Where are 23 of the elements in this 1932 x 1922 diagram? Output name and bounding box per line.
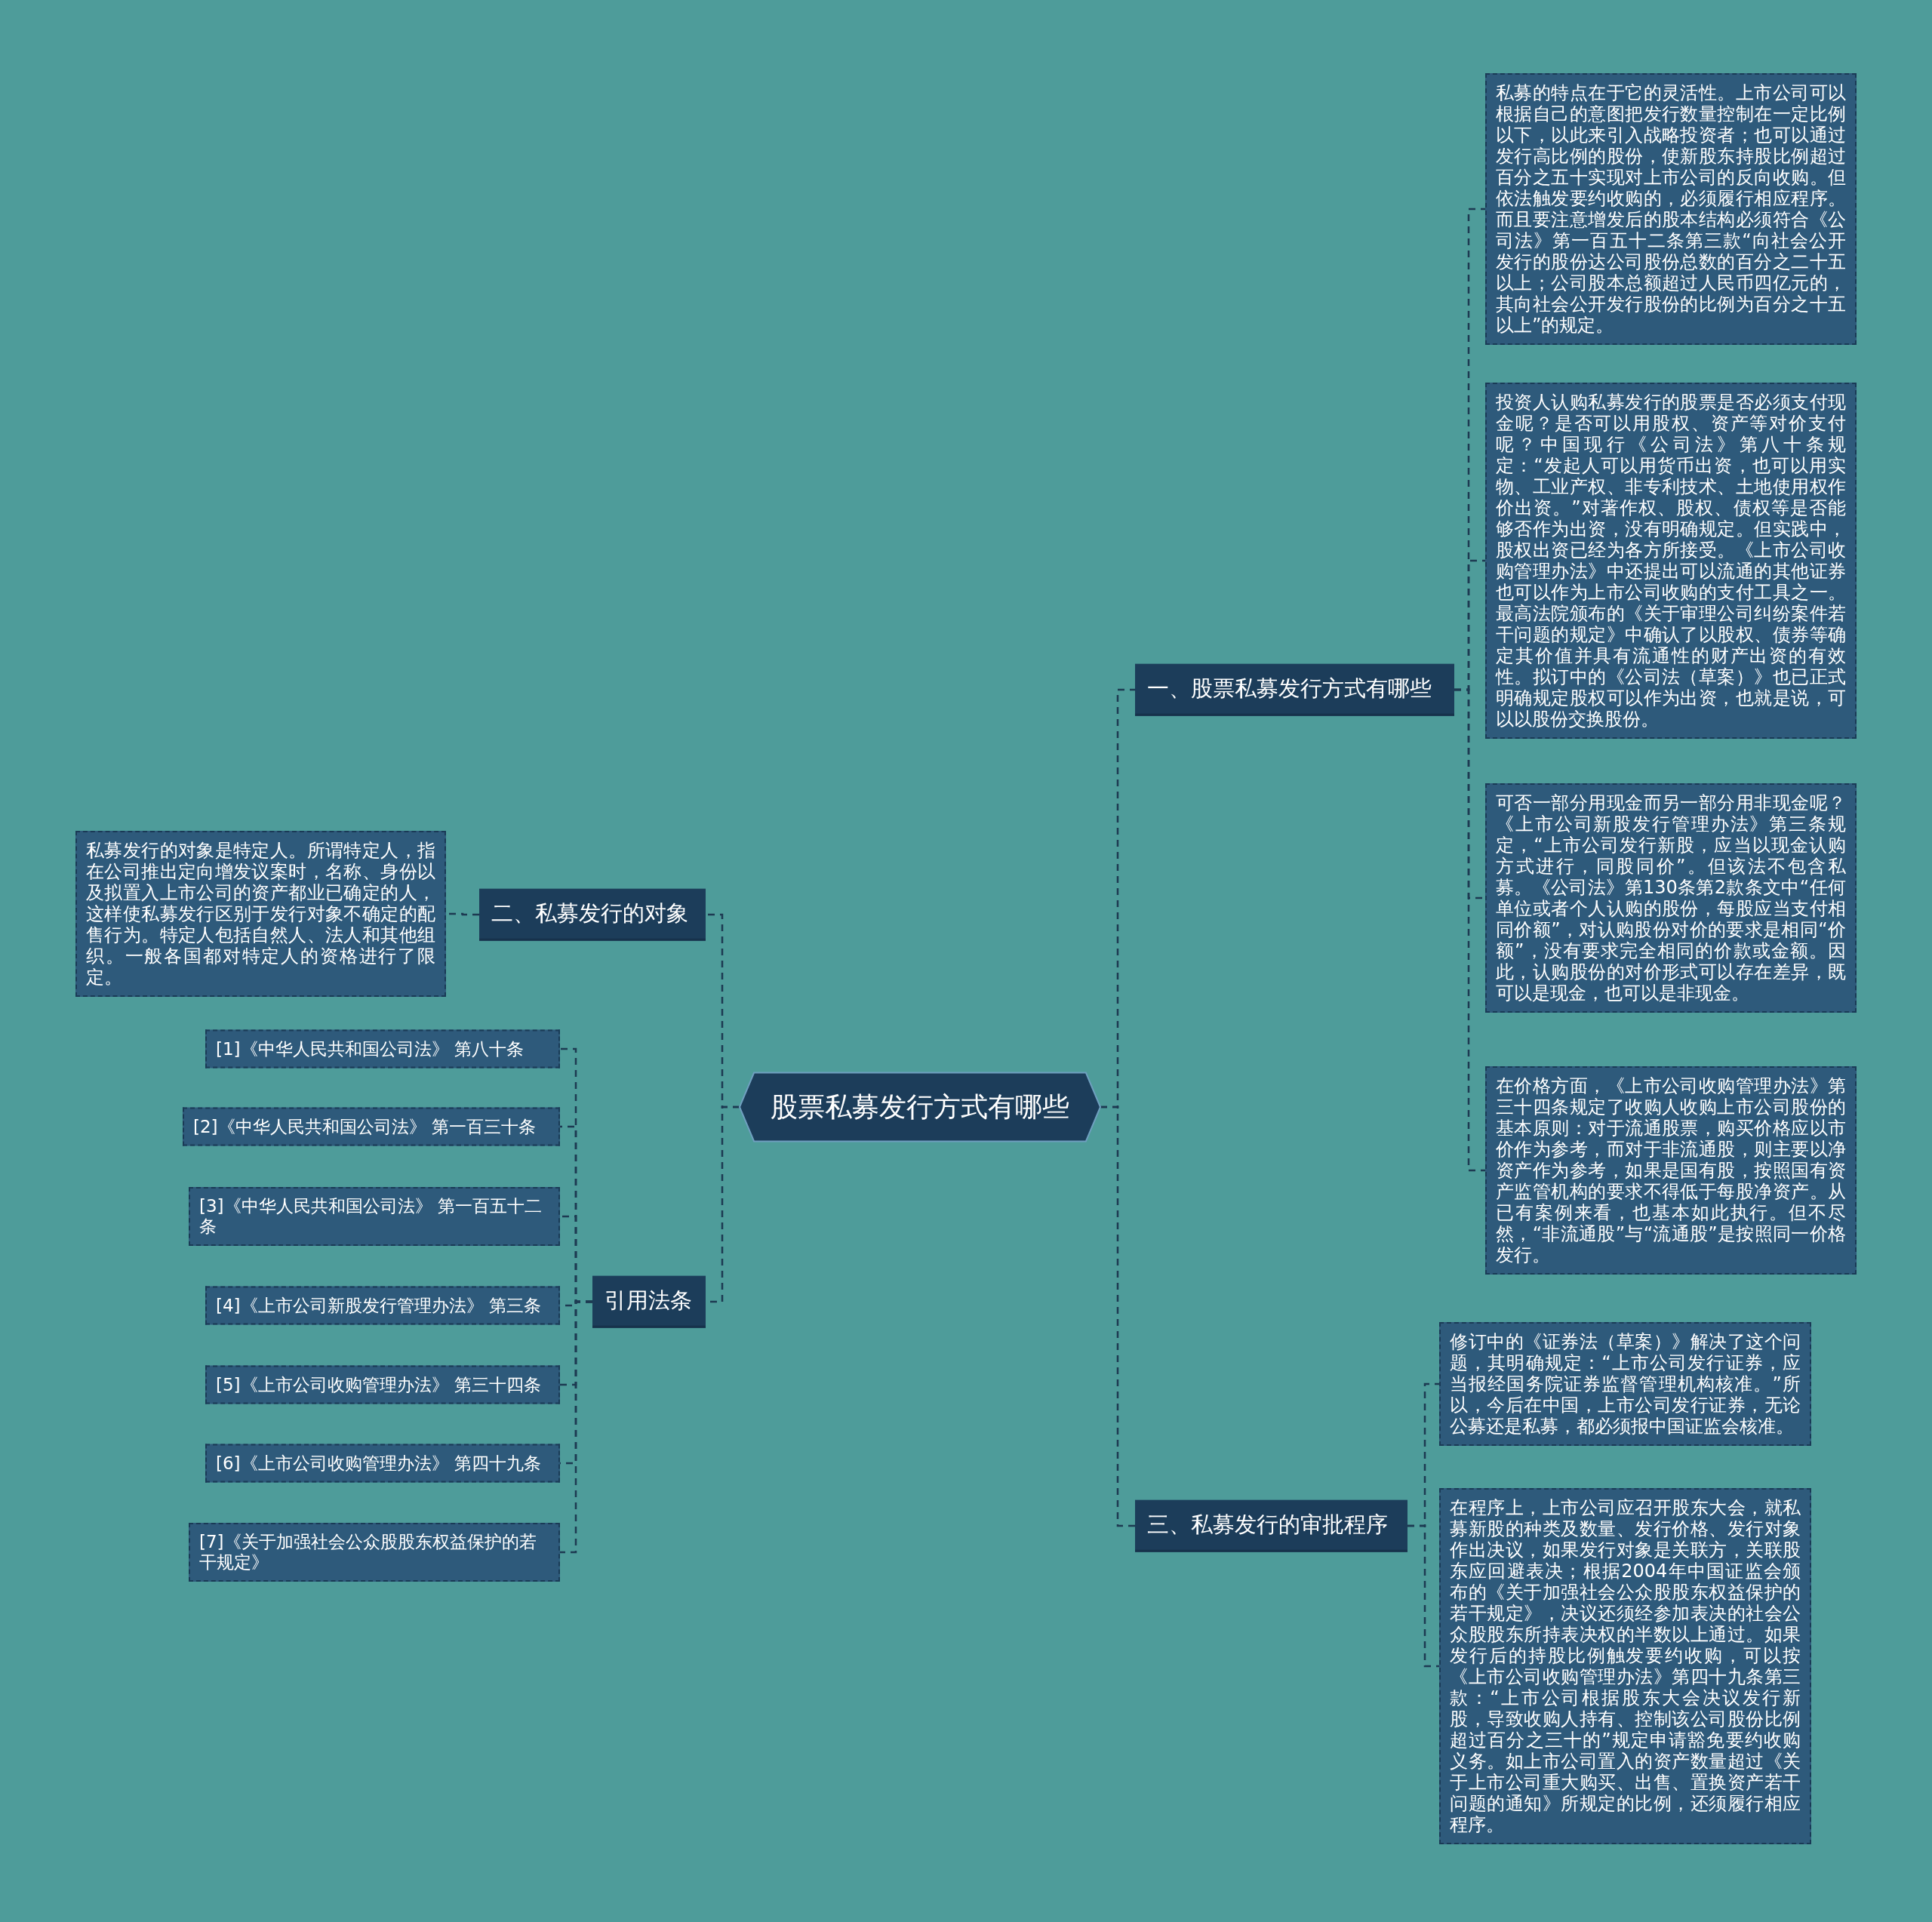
note-box: 私募的特点在于它的灵活性。上市公司可以根据自己的意图把发行数量控制在一定比例以下，以此来引入战略投资者；也可以通过发行高比例的股份，使新股东持股比例超过百分之五十实现对上市公司的反向收购。但依法触发要约收购的，必须履行相应程序。而且要注意增发后的股本结构必须符合《公司法》第一百五十二条第三款“向社会公开发行的股份达公司股份总数的百分之二十五以上；公司股本总额超过人民币四亿元的，其向社会公开发行股份的比例为百分之十五以上”的规定。	[1485, 73, 1857, 345]
reference-box: [2]《中华人民共和国公司法》 第一百三十条	[183, 1107, 560, 1146]
note-box: 在价格方面，《上市公司收购管理办法》第三十四条规定了收购人收购上市公司股份的基本原则：对于流通股票，购买价格应以市价作为参考，而对于非流通股，则主要以净资产作为参考，如果是国有股，按照国有资产监管机构的要求不得低于每股净资产。从已有案例来看，也基本如此执行。但不尽然，“非流通股”与“流通股”是按照同一价格发行。	[1485, 1066, 1857, 1275]
reference-box: [4]《上市公司新股发行管理办法》 第三条	[205, 1286, 560, 1325]
note-box: 私募发行的对象是特定人。所谓特定人，指在公司推出定向增发议案时，名称、身份以及拟置入上市公司的资产都业已确定的人，这样使私募发行区别于发行对象不确定的配售行为。特定人包括自然人、法人和其他组织。一般各国都对特定人的资格进行了限定。	[75, 831, 446, 997]
central-topic: 股票私募发行方式有哪些	[740, 1072, 1100, 1142]
note-box: 可否一部分用现金而另一部分用非现金呢？《上市公司新股发行管理办法》第三条规定，“上市公司发行新股，应当以现金认购方式进行，同股同价”。但该法不包含私募。《公司法》第130条第2款条文中“任何单位或者个人认购的股份，每股应当支付相同价额”，对认购股份对价的要求是相同“价额”，没有要求完全相同的价款或金额。因此，认购股份的对价形式可以存在差异，既可以是现金，也可以是非现金。	[1485, 783, 1857, 1013]
branch-topic: 三、私募发行的审批程序	[1135, 1499, 1407, 1552]
branch-topic: 一、股票私募发行方式有哪些	[1135, 663, 1454, 716]
branch-topic: 二、私募发行的对象	[479, 888, 706, 941]
connector	[1454, 688, 1485, 1172]
connector	[560, 1300, 592, 1554]
note-box: 修订中的《证券法（草案）》解决了这个问题，其明确规定：“上市公司发行证券，应当报经国务院证券监督管理机构核准。”所以，今后在中国，上市公司发行证券，无论公募还是私募，都必须报中国证监会核准。	[1439, 1322, 1811, 1446]
branch-topic: 引用法条	[592, 1275, 706, 1328]
note-box: 在程序上，上市公司应召开股东大会，就私募新股的种类及数量、发行价格、发行对象作出决议，如果发行对象是关联方，关联股东应回避表决；根据2004年中国证监会颁布的《关于加强社会公众股股东权益保护的若干规定》，决议还须经参加表决的社会公众股股东所持表决权的半数以上通过。如果发行后的持股比例触发要约收购，可以按《上市公司收购管理办法》第四十九条第三款：“上市公司根据股东大会决议发行新股，导致收购人持有、控制该公司股份比例超过百分之三十的”规定申请豁免要约收购义务。如上市公司置入的资产数量超过《关于上市公司重大购买、出售、置换资产若干问题的通知》所规定的比例，还须履行相应程序。	[1439, 1488, 1811, 1844]
reference-box: [7]《关于加强社会公众股股东权益保护的若干规定》	[189, 1523, 560, 1582]
connector	[1100, 1106, 1135, 1527]
connector	[1407, 1524, 1439, 1668]
reference-box: [3]《中华人民共和国公司法》 第一百五十二条	[189, 1187, 560, 1246]
reference-box: [6]《上市公司收购管理办法》 第四十九条	[205, 1444, 560, 1483]
note-box: 投资人认购私募发行的股票是否必须支付现金呢？是否可以用股权、资产等对价支付呢？中国现行《公司法》第八十条规定：“发起人可以用货币出资，也可以用实物、工业产权、非专利技术、土地使用权作价出资。”对著作权、股权、债权等是否能够否作为出资，没有明确规定。但实践中，股权出资已经为各方所接受。《上市公司收购管理办法》中还提出可以流通的其他证券也可以作为上市公司收购的支付工具之一。最高法院颁布的《关于审理公司纠纷案件若干问题的规定》中确认了以股权、债券等确定其价值并具有流通性的财产出资的有效性。拟订中的《公司法（草案）》也已正式明确规定股权可以作为出资，也就是说，可以以股份交换股份。	[1485, 383, 1857, 739]
reference-box: [1]《中华人民共和国公司法》 第八十条	[205, 1029, 560, 1069]
reference-box: [5]《上市公司收购管理办法》 第三十四条	[205, 1365, 560, 1404]
